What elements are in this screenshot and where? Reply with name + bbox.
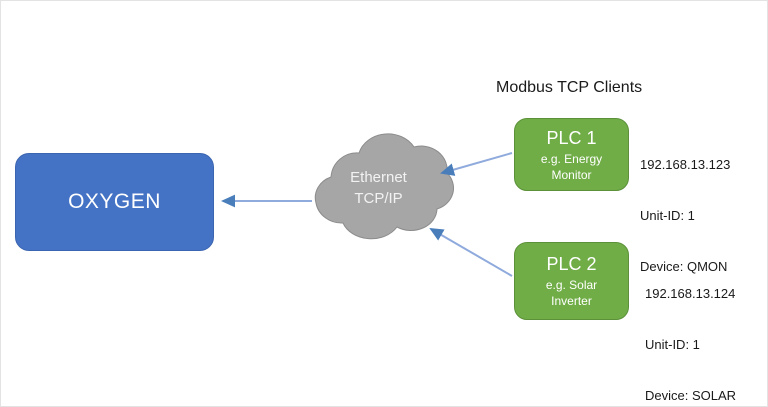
plc1-subtitle-line1: e.g. Energy — [540, 151, 603, 166]
plc1-unit-id: Unit-ID: 1 — [640, 208, 695, 223]
plc2-title: PLC 2 — [546, 254, 597, 274]
plc2-node[interactable]: PLC 2 e.g. Solar Inverter — [514, 242, 629, 320]
plc1-info-block: 192.168.13.123 Unit-ID: 1 Device: QMON — [640, 122, 730, 309]
cloud-label-line2: TCP/IP — [354, 190, 403, 207]
ethernet-cloud-shape — [314, 133, 454, 240]
plc1-node[interactable]: PLC 1 e.g. Energy Monitor — [514, 118, 629, 191]
ethernet-cloud-label: Ethernet TCP/IP — [301, 167, 456, 209]
plc2-device: Device: SOLAR — [645, 388, 737, 403]
plc1-ip: 192.168.13.123 — [640, 157, 731, 172]
plc2-subtitle-line1: e.g. Solar — [545, 278, 598, 292]
oxygen-node[interactable]: OXYGEN — [15, 153, 214, 251]
cloud-label-line1: Ethernet — [350, 169, 407, 186]
plc1-title: PLC 1 — [546, 127, 597, 148]
plc1-subtitle-line2: Monitor — [551, 167, 592, 182]
plc1-device: Device: QMON — [640, 259, 728, 274]
plc2-info-block: 192.168.13.124 Unit-ID: 1 Device: SOLAR — [645, 251, 737, 406]
plc2-ip: 192.168.13.124 — [645, 286, 736, 301]
plc2-unit-id: Unit-ID: 1 — [645, 337, 700, 352]
connector-plc2-to-cloud — [429, 227, 513, 277]
connector-plc1-to-cloud — [440, 152, 513, 176]
oxygen-label: OXYGEN — [68, 190, 161, 213]
modbus-clients-heading: Modbus TCP Clients — [496, 79, 643, 96]
plc2-subtitle-line2: Inverter — [551, 294, 592, 308]
